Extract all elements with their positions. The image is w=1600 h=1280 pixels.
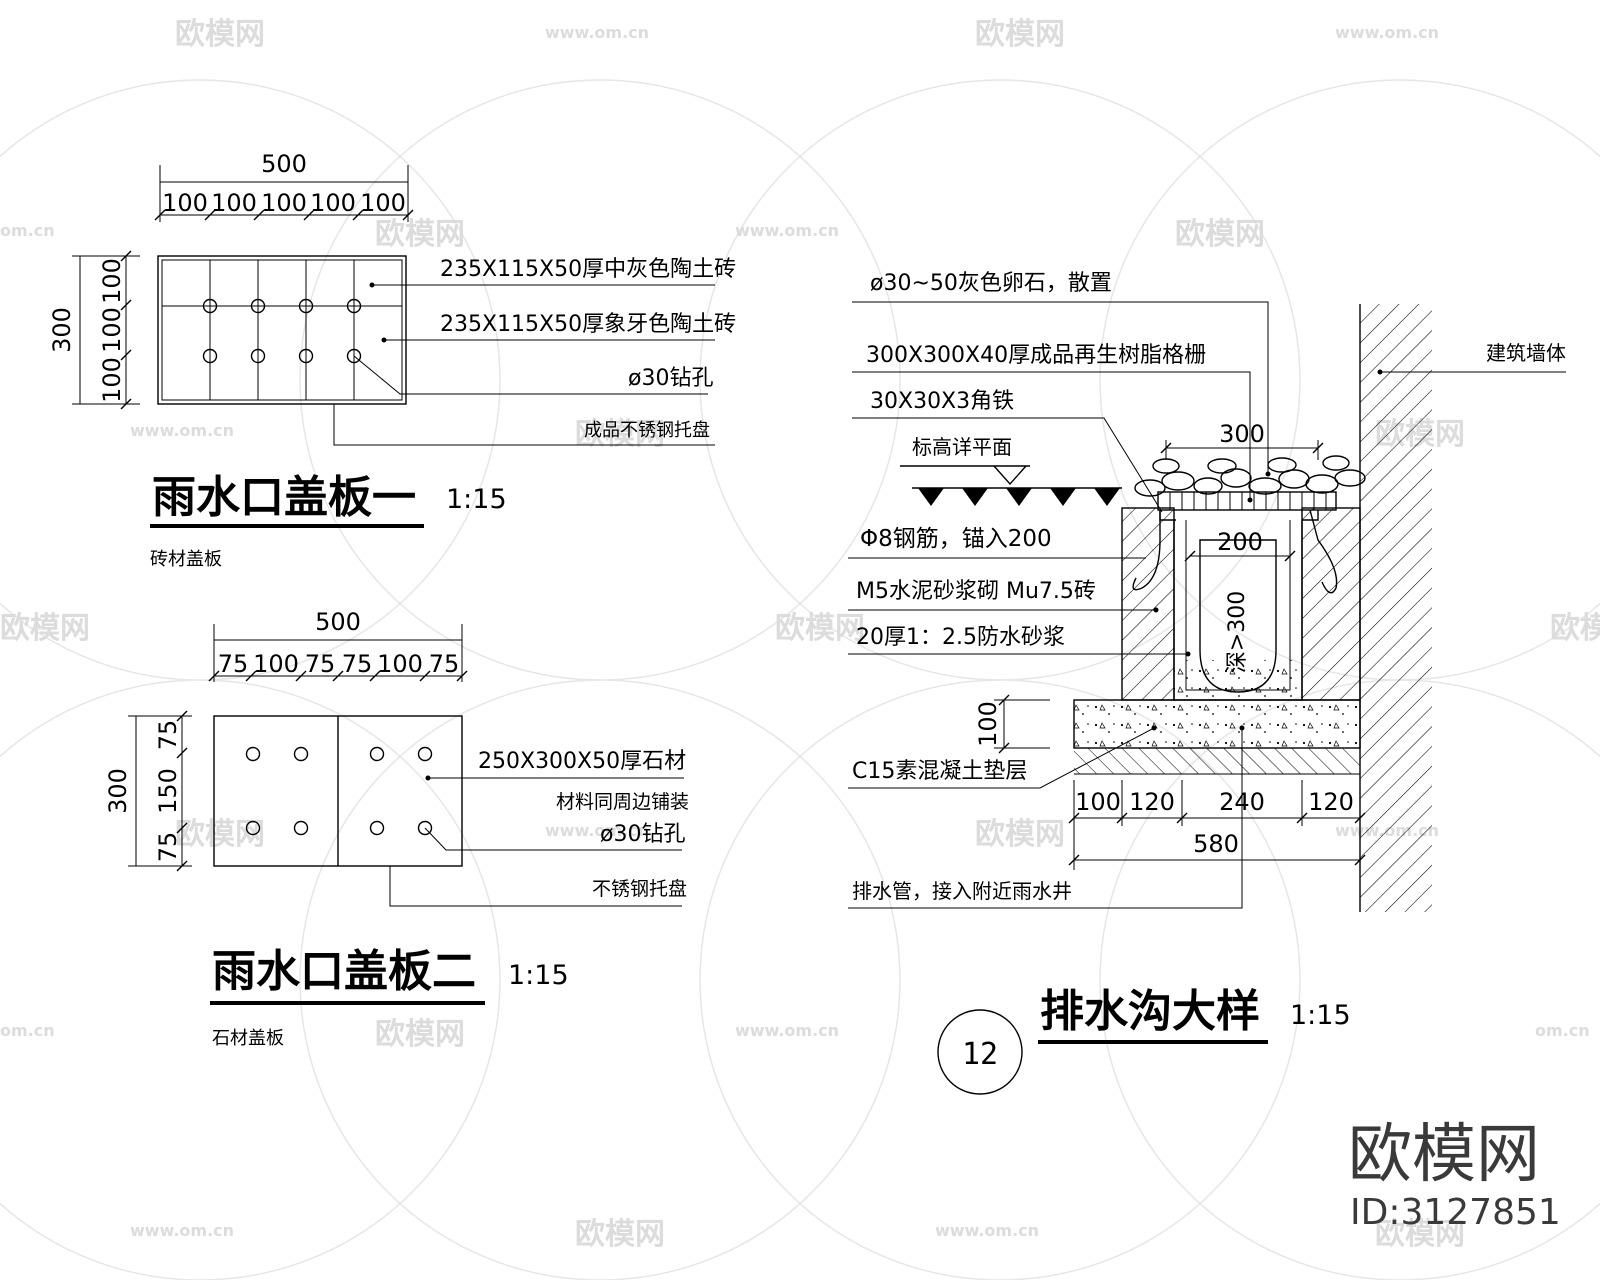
cover-one-label-gray-brick: 235X115X50厚中灰色陶土砖	[440, 257, 736, 282]
pebbles	[1134, 455, 1366, 497]
watermark-brand: 欧模网	[1375, 1217, 1465, 1252]
footer-brand: 欧模网 ID:3127851	[1348, 1118, 1561, 1233]
label-building-wall: 建筑墙体	[1486, 341, 1566, 365]
watermark-site: www.om.cn	[545, 821, 649, 840]
cover-one-label-ivory-brick: 235X115X50厚象牙色陶土砖	[440, 312, 736, 337]
drain-section-title: 排水沟大样	[1040, 986, 1260, 1037]
left-brick-wall	[1122, 508, 1174, 700]
label-grate: 300X300X40厚成品再生树脂格栅	[866, 343, 1206, 368]
cover-two-label-hole: ø30钻孔	[600, 822, 685, 847]
dim-inner-200: 200	[1217, 528, 1263, 556]
cover-one-row-dim: 100	[98, 258, 126, 304]
cover-two-label-material: 材料同周边铺装	[556, 791, 689, 813]
watermark-brand: 欧模网	[1550, 611, 1600, 646]
cover-one-col-dim: 100	[360, 189, 406, 217]
cover-two-drawing: 500 75 100 75 75 100 75 300 75 150 75	[104, 608, 689, 1049]
cover-two-overall-width: 500	[315, 608, 361, 636]
watermark-brand: 欧模网	[975, 817, 1065, 852]
detail-number: 12	[962, 1037, 998, 1072]
cover-two-col-ticks	[208, 670, 468, 682]
label-level: 标高详平面	[912, 435, 1012, 459]
cover-two-overall-height: 300	[104, 768, 132, 814]
detail-number-circle	[937, 1009, 1023, 1095]
cover-one-scale: 1:15	[446, 484, 507, 515]
watermark-brand: 欧模网	[575, 417, 665, 452]
watermark-site: www.om.cn	[735, 1021, 839, 1040]
label-pebbles: ø30~50灰色卵石，散置	[870, 271, 1112, 296]
watermark-site: om.cn	[1535, 1021, 1590, 1040]
bottom-dim: 100	[1075, 788, 1121, 816]
watermark-brand: 欧模网	[575, 1217, 665, 1252]
cover-two-subtitle: 石材盖板	[212, 1028, 284, 1049]
cover-one-label-tray: 成品不锈钢托盘	[584, 420, 710, 441]
footer-brand-name: 欧模网	[1348, 1118, 1540, 1192]
cover-one-subtitle: 砖材盖板	[150, 549, 222, 570]
cover-two-row-dim: 75	[154, 832, 182, 863]
cover-two-col-dim: 75	[342, 650, 373, 678]
watermark-brand: 欧模网	[375, 217, 465, 252]
cover-one-col-dim: 100	[310, 189, 356, 217]
bottom-dim: 120	[1308, 788, 1354, 816]
label-mortar: 20厚1：2.5防水砂浆	[856, 625, 1065, 650]
dim-total-580: 580	[1193, 830, 1239, 858]
cover-one-overall-width: 500	[261, 150, 307, 178]
cover-two-scale: 1:15	[508, 960, 569, 991]
watermark-brand: 欧模网	[0, 611, 90, 646]
bottom-dim: 120	[1129, 788, 1175, 816]
ground-symbols	[918, 488, 1120, 506]
watermark-site: www.om.cn	[130, 1221, 234, 1240]
label-angle-iron: 30X30X3角铁	[870, 389, 1014, 414]
cover-one-label-hole: ø30钻孔	[628, 366, 713, 391]
cover-one-holes	[202, 298, 362, 364]
cover-two-row-dim: 75	[154, 720, 182, 751]
cover-one-col-ticks	[154, 209, 414, 221]
cover-two-col-dim: 75	[305, 650, 336, 678]
watermark-brand: 欧模网	[775, 611, 865, 646]
watermark-site: om.cn	[0, 1021, 55, 1040]
cover-one-col-dim: 100	[211, 189, 257, 217]
drain-section-drawing: 标高详平面 300 200 深>300 100 100 120 24	[848, 271, 1566, 1095]
watermark-brand: 欧模网	[175, 17, 265, 52]
cover-two-col-dim: 75	[218, 650, 249, 678]
cover-one-row-dim: 100	[98, 357, 126, 403]
label-pipe: 排水管，接入附近雨水井	[852, 879, 1072, 903]
dim-top-300: 300	[1219, 420, 1265, 448]
label-masonry: M5水泥砂浆砌 Mu7.5砖	[856, 579, 1096, 604]
cover-two-col-dim: 75	[429, 650, 460, 678]
cover-two-label-tray: 不锈钢托盘	[592, 878, 687, 900]
cover-two-label-stone: 250X300X50厚石材	[478, 749, 686, 774]
cover-one-drawing: 500 100 100 100 100 100 300 100 100 100	[48, 150, 736, 570]
cover-one-plate	[157, 255, 407, 405]
resin-grate	[1157, 491, 1337, 511]
label-concrete: C15素混凝土垫层	[852, 759, 1027, 784]
watermark-brand: 欧模网	[975, 17, 1065, 52]
watermark-site: www.om.cn	[935, 1221, 1039, 1240]
dim-depth: 深>300	[1225, 591, 1250, 673]
watermark-site: om.cn	[0, 221, 55, 240]
cover-two-holes	[245, 746, 433, 836]
dim-pad-100: 100	[974, 701, 1002, 747]
cover-two-row-dim: 150	[154, 768, 182, 814]
cover-one-col-dim: 100	[162, 189, 208, 217]
watermark-layer: 欧模网 欧模网 www.om.cn www.om.cn 欧模网 欧模网 www.…	[0, 17, 1600, 1280]
watermark-site: www.om.cn	[1335, 23, 1439, 42]
label-rebar: Φ8钢筋，锚入200	[860, 526, 1052, 552]
watermark-site: www.om.cn	[545, 23, 649, 42]
cover-one-overall-height: 300	[48, 307, 76, 353]
watermark-site: www.om.cn	[735, 221, 839, 240]
cover-two-title: 雨水口盖板二	[212, 946, 476, 997]
cover-one-col-dim: 100	[261, 189, 307, 217]
watermark-brand: 欧模网	[375, 1017, 465, 1052]
cover-two-col-dim: 100	[377, 650, 423, 678]
building-wall-hatch	[1360, 304, 1432, 912]
cover-one-title: 雨水口盖板一	[152, 472, 416, 523]
watermark-site: www.om.cn	[130, 421, 234, 440]
watermark-brand: 欧模网	[1175, 217, 1265, 252]
cover-two-col-dim: 100	[253, 650, 299, 678]
right-brick-wall	[1302, 508, 1360, 700]
drain-section-scale: 1:15	[1290, 1000, 1351, 1031]
footer-id: ID:3127851	[1350, 1192, 1561, 1233]
cover-one-row-dim: 100	[98, 307, 126, 353]
